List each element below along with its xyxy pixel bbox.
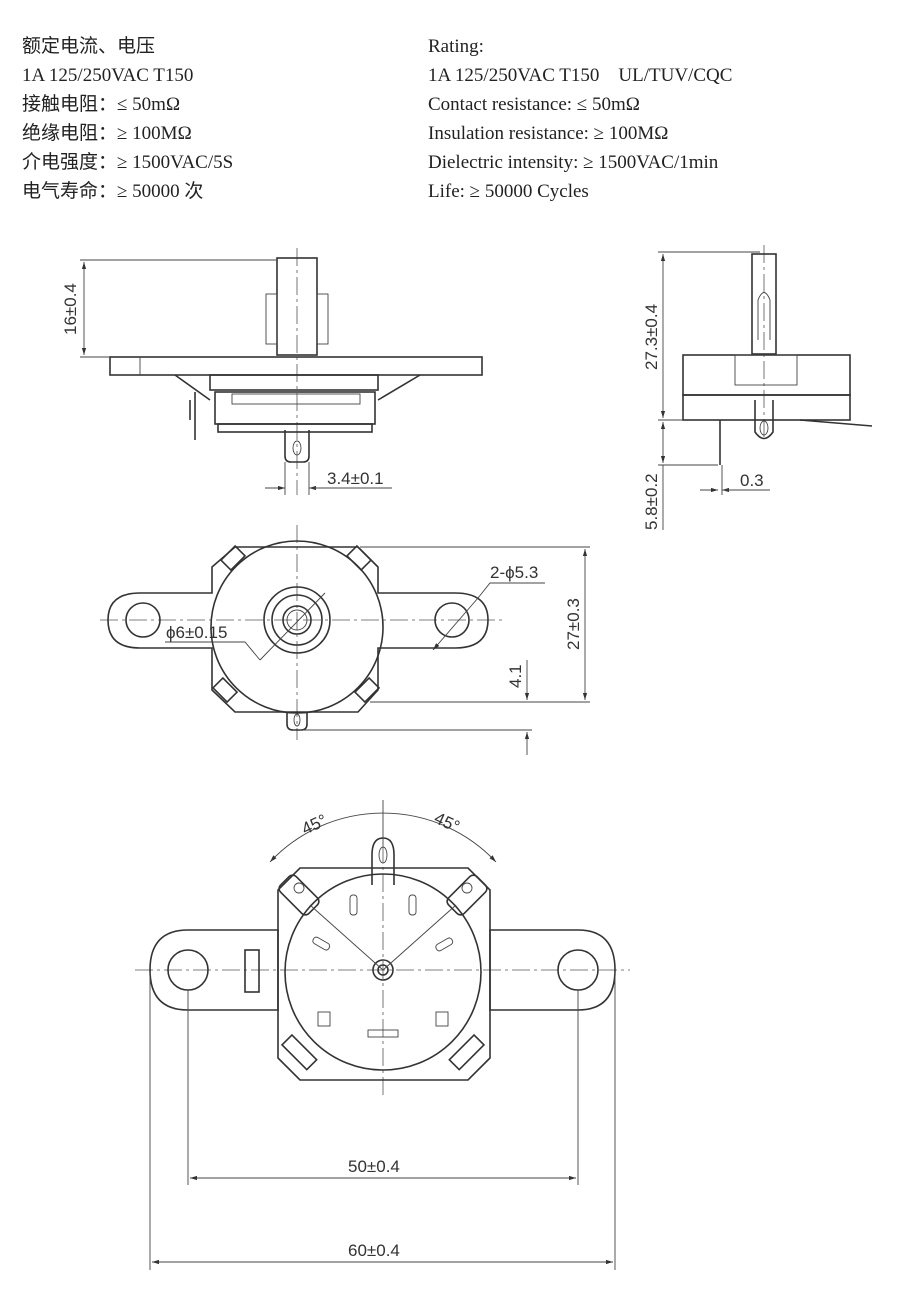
overall-length-dim: 60±0.4 [348, 1241, 400, 1260]
spec-line: Life: ≥ 50000 Cycles [428, 181, 589, 202]
spec-line: Contact resistance: ≤ 50mΩ [428, 94, 640, 115]
pin-length-dim: 5.8±0.2 [642, 473, 661, 530]
spec-line: 1A 125/250VAC T150 UL/TUV/CQC [428, 65, 733, 86]
body-depth-dim: 27±0.3 [564, 598, 583, 650]
pin-thickness-dim: 0.3 [740, 471, 764, 490]
hole-diameter-dim: 2-ϕ5.3 [490, 563, 538, 582]
spec-line: 绝缘电阻：≥ 100MΩ [22, 123, 192, 144]
spec-line: 电气寿命：≥ 50000 次 [22, 181, 204, 202]
spec-line: Insulation resistance: ≥ 100MΩ [428, 123, 669, 144]
spec-line: 接触电阻：≤ 50mΩ [22, 94, 181, 115]
front-side-view: 16±0.4 3.4±0.1 [61, 248, 483, 495]
top-view: ϕ6±0.15 2-ϕ5.3 27±0.3 4.1 [100, 525, 590, 755]
right-side-view: 27.3±0.4 5.8±0.2 0.3 [642, 245, 873, 530]
tab-offset-dim: 4.1 [506, 664, 525, 688]
shaft-diameter-dim: ϕ6±0.15 [166, 623, 227, 642]
spec-list-chinese: 额定电流、电压 1A 125/250VAC T150 接触电阻：≤ 50mΩ 绝… [22, 32, 233, 206]
spec-line: Dielectric intensity: ≥ 1500VAC/1min [428, 152, 719, 173]
bottom-view: 45° 45° 50±0.4 60±0.4 [135, 800, 630, 1270]
total-height-dim: 27.3±0.4 [642, 304, 661, 370]
shaft-height-dim: 16±0.4 [61, 283, 80, 335]
spec-line: 额定电流、电压 [22, 36, 156, 57]
spec-line: Rating: [428, 36, 484, 57]
hole-pitch-dim: 50±0.4 [348, 1157, 400, 1176]
tab-width-dim: 3.4±0.1 [327, 469, 384, 488]
angle-left-dim: 45° [299, 811, 330, 839]
spec-line: 介电强度：≥ 1500VAC/5S [22, 152, 234, 173]
spec-list-english: Rating: 1A 125/250VAC T150 UL/TUV/CQC Co… [428, 32, 732, 206]
spec-line: 1A 125/250VAC T150 [22, 65, 194, 86]
